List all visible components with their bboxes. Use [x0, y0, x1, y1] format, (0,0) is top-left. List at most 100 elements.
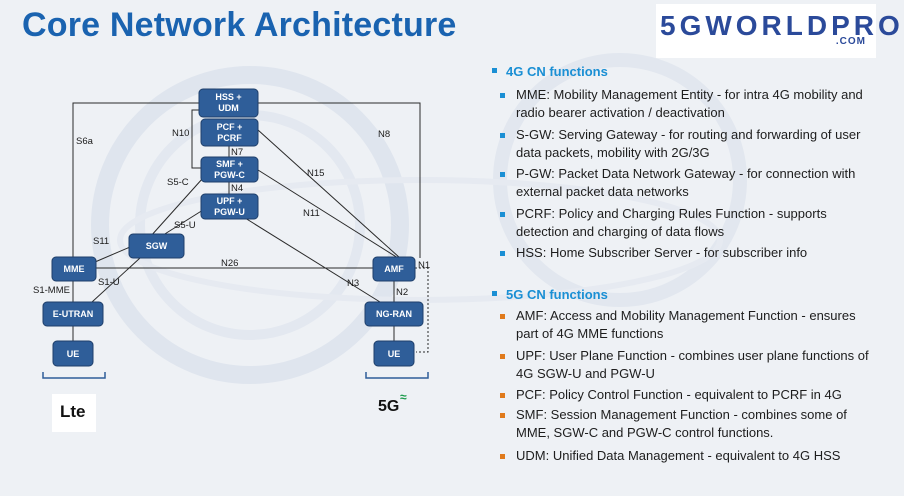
list-item-text: P-GW: Packet Data Network Gateway - for …	[516, 166, 856, 199]
bullet-icon	[492, 291, 497, 297]
page-title: Core Network Architecture	[22, 6, 457, 44]
list-item-smf: SMF: Session Management Function - combi…	[500, 406, 878, 442]
list-item-text: UDM: Unified Data Management - equivalen…	[516, 448, 841, 463]
list-item-udm: UDM: Unified Data Management - equivalen…	[500, 447, 878, 465]
node-smf-pgwc-line2: PGW-C	[214, 170, 245, 180]
node-smf-pgwc: SMF + PGW-C	[200, 156, 259, 183]
link-s6a	[72, 102, 199, 260]
bullet-icon	[500, 413, 505, 418]
lte-logo-text: Lte	[60, 402, 86, 421]
list-item-text: MME: Mobility Management Entity - for in…	[516, 87, 863, 120]
list-item-sgw: S-GW: Serving Gateway - for routing and …	[500, 126, 878, 162]
label-n10: N10	[172, 128, 189, 139]
bullet-icon	[500, 251, 505, 256]
node-ue-5g-label: UE	[388, 349, 401, 359]
node-sgw-label: SGW	[146, 241, 168, 251]
bullet-icon	[500, 133, 505, 138]
bullet-icon	[492, 68, 497, 74]
5g-logo-text: 5G	[378, 398, 400, 415]
node-amf: AMF	[372, 256, 416, 282]
bullet-icon	[500, 354, 505, 359]
list-item-pgw: P-GW: Packet Data Network Gateway - for …	[500, 165, 878, 201]
link-n10	[191, 109, 201, 169]
label-s1mme: S1-MME	[33, 285, 70, 296]
link-s5c	[149, 177, 204, 238]
node-eutran: E-UTRAN	[42, 301, 104, 327]
bullet-icon	[500, 93, 505, 98]
link-n8	[258, 102, 421, 258]
label-n26: N26	[221, 258, 238, 269]
node-ngran: NG-RAN	[364, 301, 424, 327]
bullet-icon	[500, 212, 505, 217]
label-s11: S11	[93, 236, 109, 247]
list-item-text: AMF: Access and Mobility Management Func…	[516, 308, 856, 341]
list-item-mme: MME: Mobility Management Entity - for in…	[500, 86, 878, 122]
label-s1u: S1-U	[98, 277, 120, 288]
label-n15: N15	[307, 168, 324, 179]
list-item-hss: HSS: Home Subscriber Server - for subscr…	[500, 244, 878, 262]
node-ngran-label: NG-RAN	[376, 309, 412, 319]
label-n3: N3	[347, 278, 359, 289]
link-s1u	[91, 257, 141, 303]
node-pcf-pcrf: PCF + PCRF	[200, 118, 259, 147]
list-item-text: PCF: Policy Control Function - equivalen…	[516, 387, 842, 402]
bullet-icon	[500, 314, 505, 319]
section-4g-title: 4G CN functions	[506, 64, 608, 79]
link-n11	[257, 169, 399, 259]
label-n8: N8	[378, 129, 390, 140]
list-item-pcrf: PCRF: Policy and Charging Rules Function…	[500, 205, 878, 241]
signal-waves-icon: ≈	[400, 390, 407, 404]
section-5g-title: 5G CN functions	[506, 287, 608, 302]
list-item-text: UPF: User Plane Function - combines user…	[516, 348, 869, 381]
link-n3	[244, 217, 381, 303]
label-s6a: S6a	[76, 136, 94, 147]
list-item-text: HSS: Home Subscriber Server - for subscr…	[516, 245, 808, 260]
network-diagram: HSS + UDM PCF + PCRF SMF + PGW-C UPF + P…	[33, 88, 430, 379]
lte-logo: Lte	[52, 394, 96, 432]
node-ue-lte-label: UE	[67, 349, 80, 359]
list-item-text: PCRF: Policy and Charging Rules Function…	[516, 206, 827, 239]
node-upf-pgwu-line2: PGW-U	[214, 207, 245, 217]
list-item-amf: AMF: Access and Mobility Management Func…	[500, 307, 878, 343]
label-n4: N4	[231, 183, 243, 194]
brand-logo: 5GWORLDPRO .COM	[656, 4, 900, 58]
node-pcf-pcrf-line1: PCF +	[217, 122, 243, 132]
lte-bracket	[42, 372, 106, 379]
node-ue-5g: UE	[373, 340, 415, 367]
section-5g-heading: 5G CN functions	[492, 287, 608, 302]
node-hss-udm: HSS + UDM	[198, 88, 259, 118]
node-amf-label: AMF	[384, 264, 404, 274]
bullet-icon	[500, 454, 505, 459]
node-pcf-pcrf-line2: PCRF	[217, 133, 242, 143]
node-upf-pgwu: UPF + PGW-U	[200, 193, 259, 220]
node-smf-pgwc-line1: SMF +	[216, 159, 243, 169]
label-n11: N11	[303, 208, 320, 219]
bullet-icon	[500, 172, 505, 177]
node-ue-lte: UE	[52, 340, 94, 367]
label-s5u: S5-U	[174, 220, 196, 231]
node-mme: MME	[51, 256, 97, 282]
label-s5c: S5-C	[167, 177, 189, 188]
label-n1: N1	[418, 260, 430, 271]
node-hss-udm-line2: UDM	[218, 103, 239, 113]
label-n2: N2	[396, 287, 408, 298]
node-eutran-label: E-UTRAN	[53, 309, 94, 319]
link-s11	[94, 246, 131, 263]
5g-logo: 5G≈	[378, 390, 407, 416]
brand-logo-text: 5GWORLDPRO	[660, 10, 904, 41]
section-4g-heading: 4G CN functions	[492, 64, 608, 79]
label-n7: N7	[231, 147, 243, 158]
list-item-text: SMF: Session Management Function - combi…	[516, 407, 847, 440]
brand-logo-domain: .COM	[835, 36, 866, 47]
list-item-pcf: PCF: Policy Control Function - equivalen…	[500, 386, 878, 404]
node-upf-pgwu-line1: UPF +	[217, 196, 243, 206]
5g-bracket	[365, 372, 429, 379]
node-hss-udm-line1: HSS +	[215, 92, 241, 102]
list-item-upf: UPF: User Plane Function - combines user…	[500, 347, 878, 383]
bullet-icon	[500, 393, 505, 398]
link-n15	[257, 129, 401, 259]
list-item-text: S-GW: Serving Gateway - for routing and …	[516, 127, 861, 160]
node-mme-label: MME	[64, 264, 85, 274]
node-sgw: SGW	[128, 233, 185, 259]
link-s5u	[159, 209, 204, 238]
